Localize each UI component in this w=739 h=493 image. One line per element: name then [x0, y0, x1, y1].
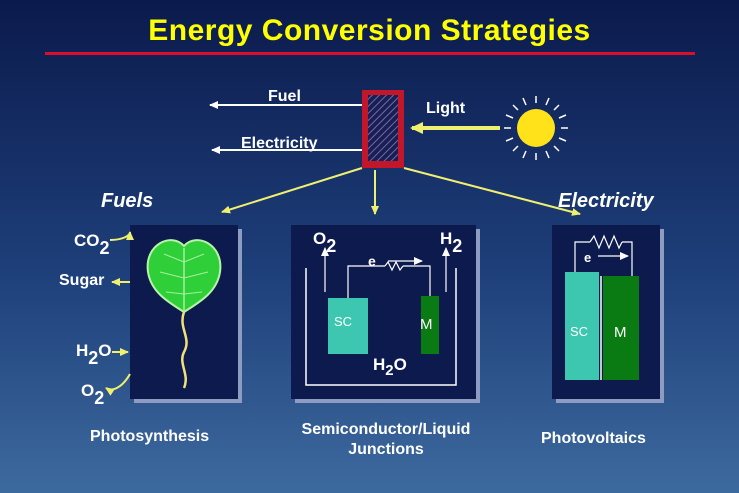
junction-electron-label: e: [368, 253, 376, 269]
pv-sc-label: SC: [570, 324, 589, 339]
fuels-heading: Fuels: [101, 190, 154, 212]
arrow-to-photovoltaic: [403, 167, 581, 216]
junction-caption: Semiconductor/Liquid Junctions: [301, 421, 471, 458]
arrow-to-photosynthesis: [221, 167, 363, 214]
m-electrode: [421, 296, 439, 354]
h2o-label-left: H2O: [76, 341, 112, 368]
sugar-label: Sugar: [59, 272, 105, 289]
junction-h2o-label: H2O: [373, 355, 407, 379]
o2-label-left: O2: [81, 381, 105, 408]
photovoltaics-caption: Photovoltaics: [541, 430, 646, 447]
electricity-heading: Electricity: [558, 190, 654, 212]
pv-m-layer: [603, 276, 639, 380]
co2-label: CO2: [74, 231, 110, 258]
junction-circuit-wire: [347, 265, 385, 298]
junction-circuit-wire-right: [403, 265, 431, 296]
pv-resistor: [589, 234, 623, 250]
junction-o2-label: O2: [313, 229, 337, 256]
page-title: Energy Conversion Strategies: [148, 14, 591, 47]
pv-circuit-wire-left: [574, 241, 590, 272]
electricity-top-label: Electricity: [241, 135, 318, 152]
pv-electron-label: e: [584, 250, 592, 265]
junction-sc-label: SC: [334, 314, 353, 329]
fuel-label: Fuel: [268, 88, 301, 105]
pv-sc-layer: [565, 272, 599, 380]
junction-m-label: M: [420, 316, 433, 333]
photosynthesis-caption: Photosynthesis: [90, 428, 210, 445]
o2-out-arrow: [105, 373, 131, 396]
beaker: [305, 268, 457, 386]
sc-electrode: [328, 298, 368, 354]
junction-resistor: [384, 260, 404, 272]
light-label: Light: [426, 100, 466, 117]
co2-in-arrow: [109, 231, 134, 241]
leaf-icon: [146, 239, 222, 389]
sun-icon: [504, 96, 568, 160]
absorber-panel: [368, 95, 398, 161]
title-underline: [45, 52, 695, 55]
pv-m-label: M: [614, 324, 627, 341]
pv-circuit-wire-right: [622, 241, 633, 276]
junction-h2-label: H2: [440, 229, 463, 256]
